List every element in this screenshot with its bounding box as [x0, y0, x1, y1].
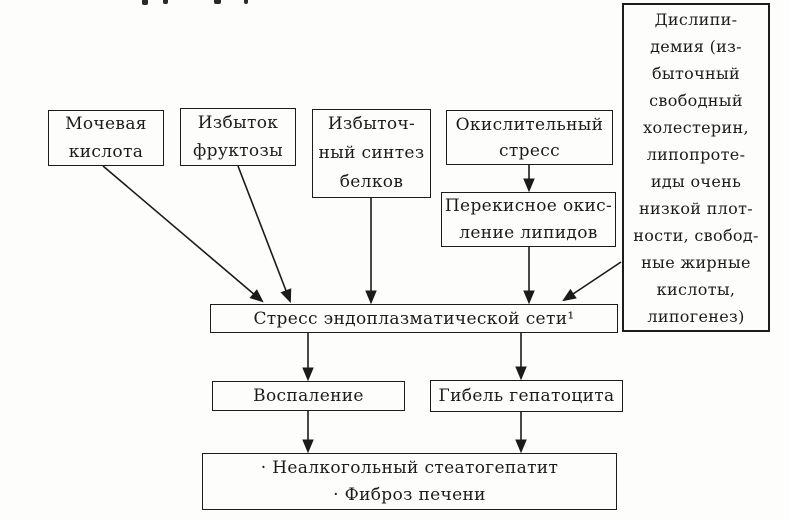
node-inflammation-label: Воспаление: [253, 386, 364, 406]
node-excess-fructose-label: Избыток фруктозы: [193, 113, 283, 161]
node-hepatocyte-death: Гибель гепатоцита: [430, 380, 623, 412]
arrow-fructose-to-er-stress: [237, 165, 290, 301]
cropped-title-fragment: [244, 0, 248, 4]
node-dyslipidemia: Дислипи- демия (из- быточный свободный х…: [622, 3, 770, 332]
node-inflammation: Воспаление: [212, 381, 405, 411]
node-lipid-peroxidation-label: Перекисное окис- ление липидов: [444, 195, 613, 243]
node-dyslipidemia-label: Дислипи- демия (из- быточный свободный х…: [633, 9, 759, 326]
arrow-uric-to-er-stress: [102, 165, 262, 301]
cropped-title-fragment: [214, 0, 221, 4]
node-outcomes-label: · Неалкогольный стеатогепатит · Фиброз п…: [260, 457, 559, 505]
node-oxidative-stress-label: Окислительный стресс: [455, 114, 604, 161]
node-excess-protein-synthesis: Избыточ- ный синтез белков: [312, 109, 431, 198]
node-oxidative-stress: Окислительный стресс: [446, 110, 613, 165]
node-er-stress: Стресс эндоплазматической сети¹: [210, 304, 618, 333]
cropped-title-fragment: [163, 0, 168, 4]
node-outcomes: · Неалкогольный стеатогепатит · Фиброз п…: [202, 453, 617, 510]
node-uric-acid: Мочевая кислота: [48, 110, 164, 166]
node-lipid-peroxidation: Перекисное окис- ление липидов: [441, 192, 616, 247]
arrow-dyslipidemia-to-er-stress: [564, 261, 622, 300]
node-er-stress-label: Стресс эндоплазматической сети¹: [253, 308, 575, 329]
cropped-title-fragment: [142, 0, 148, 5]
node-hepatocyte-death-label: Гибель гепатоцита: [438, 386, 615, 406]
node-uric-acid-label: Мочевая кислота: [65, 114, 147, 162]
node-excess-fructose: Избыток фруктозы: [180, 108, 296, 166]
node-excess-protein-synthesis-label: Избыточ- ный синтез белков: [318, 114, 425, 192]
